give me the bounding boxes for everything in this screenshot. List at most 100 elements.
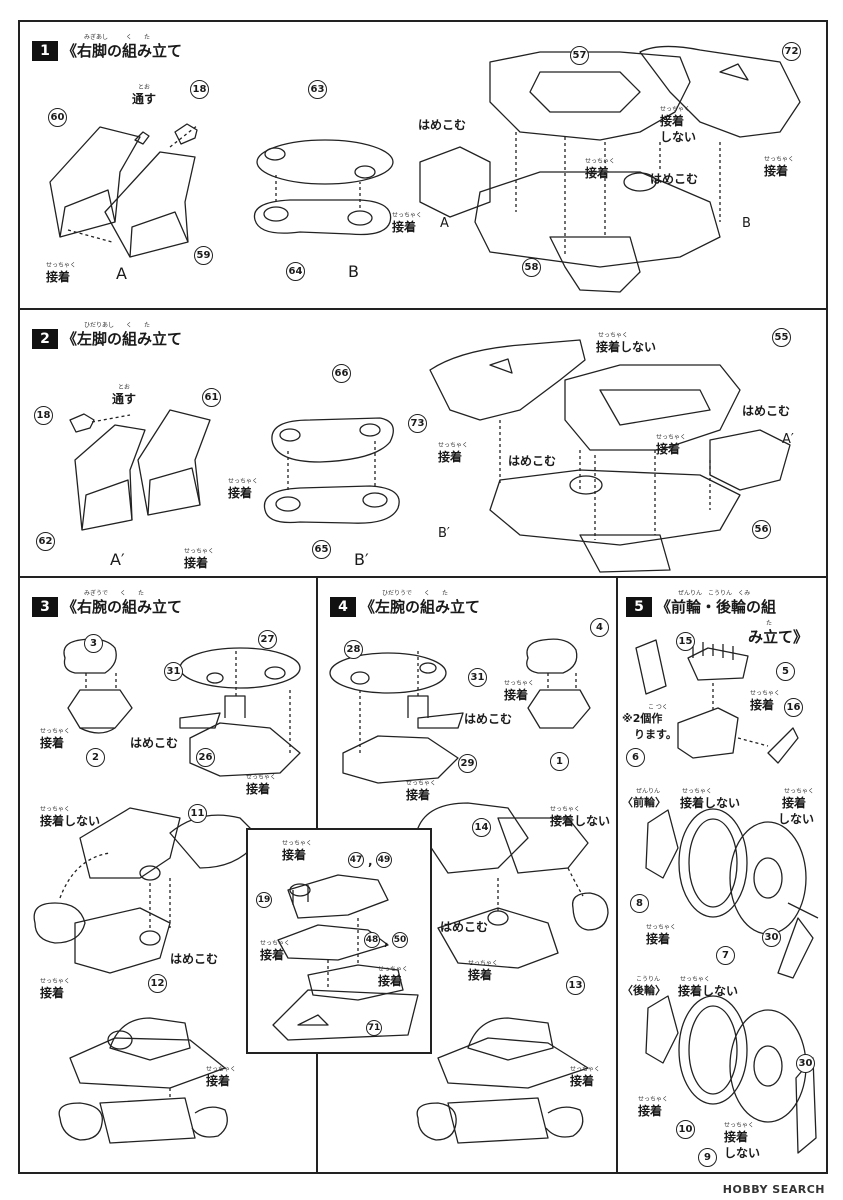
part-number: 65 bbox=[312, 540, 331, 559]
label-glue: 接着 bbox=[206, 1074, 231, 1088]
label-glue: 接着 bbox=[282, 848, 307, 862]
label-fit: はめこむ bbox=[440, 920, 489, 934]
comma: , bbox=[384, 934, 389, 948]
part-number: 14 bbox=[472, 818, 491, 837]
step-title-text: 《右脚の組み立て bbox=[62, 42, 183, 60]
part-number: 55 bbox=[772, 328, 791, 347]
label-no-glue: 接着しない bbox=[596, 340, 657, 354]
callout-A: A bbox=[440, 216, 449, 231]
step-title-line-2: み立て》 bbox=[748, 628, 809, 646]
front-wheel-ruby: ぜんりん bbox=[636, 788, 661, 795]
glue-ruby: せっちゃく bbox=[585, 158, 616, 165]
part-number: 66 bbox=[332, 364, 351, 383]
divider-2-3 bbox=[20, 576, 826, 578]
step-title-ruby: ひだりうで く た bbox=[382, 590, 449, 597]
step-title-text: 《前輪・後輪の組 bbox=[656, 598, 777, 616]
glue-ruby: せっちゃく bbox=[406, 780, 437, 787]
step-title-text: 《左腕の組み立て bbox=[360, 598, 481, 616]
part-number: 7 bbox=[716, 946, 735, 965]
watermark-logo: HOBBY SEARCH bbox=[722, 1183, 825, 1196]
label-no-glue-a: 接着 bbox=[782, 796, 807, 810]
label-no-glue-b: しない bbox=[660, 130, 697, 144]
glue-ruby: せっちゃく bbox=[656, 434, 687, 441]
part-number: 3 bbox=[84, 634, 103, 653]
front-wheel-label: 〈前輪〉 bbox=[622, 796, 666, 809]
divider-1-2 bbox=[20, 308, 826, 310]
weapon-inset: せっちゃく 接着 47 , 49 19 せっちゃく 接着 48 , 50 せっち… bbox=[246, 828, 432, 1054]
right-arm-drawing bbox=[33, 638, 301, 1144]
glue-ruby: せっちゃく bbox=[282, 840, 313, 847]
glue-ruby: せっちゃく bbox=[46, 262, 77, 269]
part-number: 18 bbox=[190, 80, 209, 99]
label-fit: はめこむ bbox=[742, 404, 791, 418]
part-number: 6 bbox=[626, 748, 645, 767]
callout-B-prime: B′ bbox=[354, 550, 369, 569]
label-glue: 接着 bbox=[646, 932, 671, 946]
step-4-title: 4 《左腕の組み立て bbox=[330, 596, 480, 617]
part-number: 27 bbox=[258, 630, 277, 649]
label-no-glue-a: 接着 bbox=[660, 114, 685, 128]
make-two-note-b: ります。 bbox=[634, 728, 677, 741]
label-pass: 通す bbox=[132, 92, 157, 106]
part-number: 50 bbox=[392, 932, 408, 948]
label-glue: 接着 bbox=[46, 270, 71, 284]
callout-A: A bbox=[116, 264, 127, 283]
step-2-panel: 2 《左脚の組み立て ひだりあし く た bbox=[20, 310, 826, 576]
part-number: 30 bbox=[796, 1054, 815, 1073]
step-title-ruby: みぎうで く た bbox=[84, 590, 145, 597]
label-no-glue-b: しない bbox=[778, 812, 815, 826]
part-number: 13 bbox=[566, 976, 585, 995]
label-no-glue-a: 接着 bbox=[724, 1130, 749, 1144]
glue-ruby: せっちゃく bbox=[638, 1096, 669, 1103]
make-two-note: ※2個作 bbox=[622, 712, 663, 725]
glue-ruby: せっちゃく bbox=[646, 924, 677, 931]
rear-wheel-label: 〈後輪〉 bbox=[622, 984, 666, 997]
left-leg-drawing bbox=[69, 339, 791, 573]
weapon-drawing bbox=[272, 874, 419, 1041]
callout-B: B bbox=[348, 262, 359, 281]
right-leg-drawing bbox=[49, 45, 801, 293]
part-number: 49 bbox=[376, 852, 392, 868]
label-pass: 通す bbox=[112, 392, 137, 406]
step-1-title: 1 《右脚の組み立て bbox=[32, 40, 182, 61]
label-glue: 接着 bbox=[656, 442, 681, 456]
label-glue: 接着 bbox=[570, 1074, 595, 1088]
label-fit: はめこむ bbox=[650, 172, 699, 186]
label-glue: 接着 bbox=[585, 166, 610, 180]
rear-wheel-ruby: こうりん bbox=[636, 976, 661, 983]
label-glue: 接着 bbox=[40, 986, 65, 1000]
label-glue: 接着 bbox=[260, 948, 285, 962]
glue-ruby: せっちゃく bbox=[392, 212, 423, 219]
step-4-panel: 4 《左腕の組み立て ひだりうで く た bbox=[318, 578, 616, 1172]
label-glue: 接着 bbox=[228, 486, 253, 500]
step-title-ruby: ぜんりん こうりん くみ bbox=[678, 590, 751, 597]
part-number: 12 bbox=[148, 974, 167, 993]
step-number: 1 bbox=[32, 40, 58, 61]
instruction-sheet: 1 《右脚の組み立て みぎあし く た bbox=[18, 20, 828, 1174]
label-glue: 接着 bbox=[638, 1104, 663, 1118]
part-number: 16 bbox=[784, 698, 803, 717]
part-number: 10 bbox=[676, 1120, 695, 1139]
comma: , bbox=[368, 854, 373, 868]
part-number: 19 bbox=[256, 892, 272, 908]
glue-ruby: せっちゃく bbox=[378, 966, 409, 973]
label-pass-ruby: とお bbox=[118, 384, 131, 391]
part-number: 4 bbox=[590, 618, 609, 637]
label-glue: 接着 bbox=[246, 782, 271, 796]
label-no-glue-b: しない bbox=[724, 1146, 761, 1160]
part-number: 56 bbox=[752, 520, 771, 539]
glue-ruby: せっちゃく bbox=[206, 1066, 237, 1073]
label-no-glue: 接着しない bbox=[678, 984, 739, 998]
callout-B: B bbox=[742, 216, 751, 231]
label-glue: 接着 bbox=[184, 556, 209, 570]
label-fit: はめこむ bbox=[130, 736, 179, 750]
label-fit: はめこむ bbox=[464, 712, 513, 726]
part-number: 72 bbox=[782, 42, 801, 61]
make-two-ruby: こ つく bbox=[648, 704, 668, 711]
glue-ruby: せっちゃく bbox=[246, 774, 277, 781]
glue-ruby: せっちゃく bbox=[40, 728, 71, 735]
left-arm-drawing bbox=[329, 638, 609, 1144]
step-number: 2 bbox=[32, 328, 58, 349]
step-title-text: 《左脚の組み立て bbox=[62, 330, 183, 348]
label-glue: 接着 bbox=[438, 450, 463, 464]
